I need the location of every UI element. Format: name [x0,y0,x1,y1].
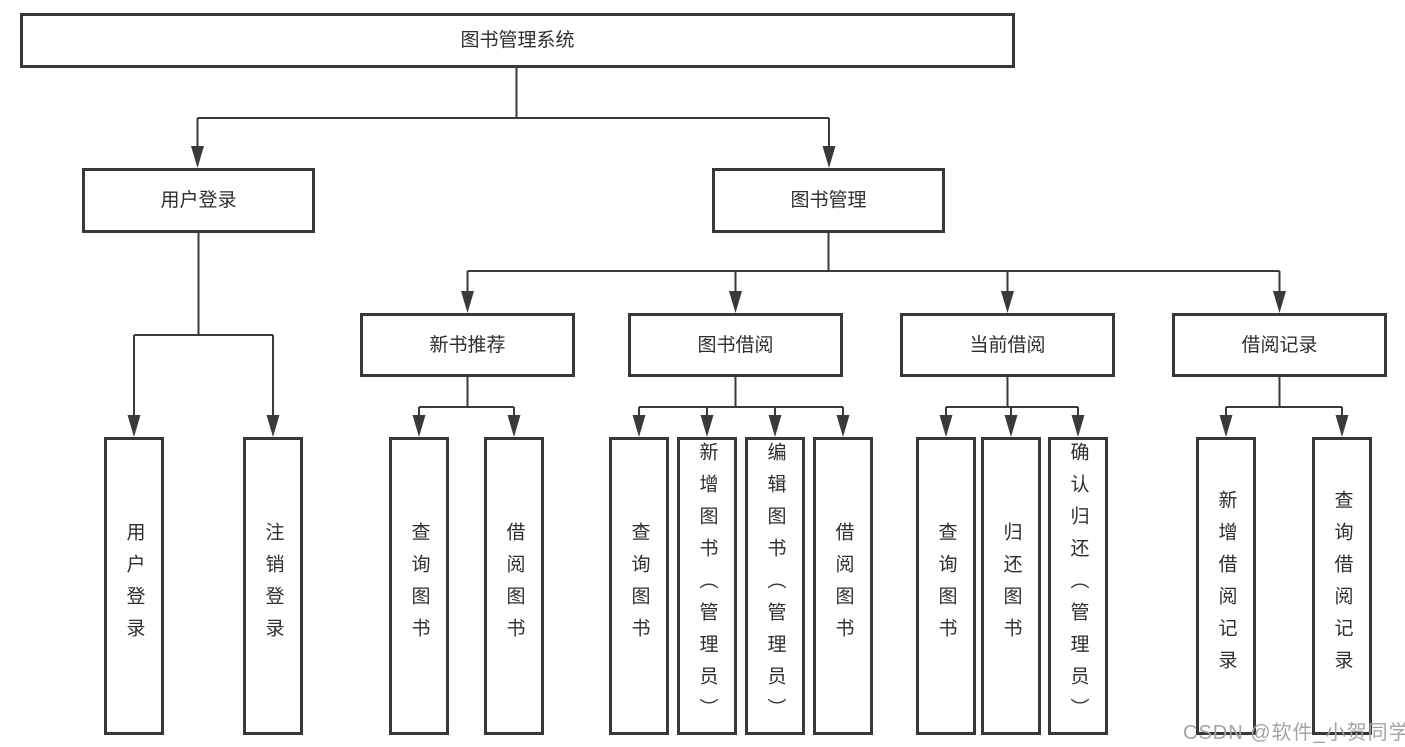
node-label: 新增图书（管理员） [696,442,718,730]
node-label: 借阅记录 [1241,334,1318,356]
node-label: 当前借阅 [969,334,1046,356]
node-label: 查询图书 [935,522,957,650]
leaf-borrow-books: 借阅图书 [813,437,873,735]
node-label: 查询图书 [628,522,650,650]
leaf-confirm-return-admin: 确认归还（管理员） [1048,437,1108,735]
node-label: 图书借阅 [697,334,774,356]
leaf-query-books-current: 查询图书 [916,437,976,735]
node-label: 新书推荐 [429,334,506,356]
node-label: 注销登录 [262,522,284,650]
node-label: 查询借阅记录 [1331,490,1353,682]
node-label: 借阅图书 [832,522,854,650]
leaf-borrow-books-recommend: 借阅图书 [484,437,544,735]
leaf-query-books-borrowing: 查询图书 [609,437,669,735]
node-book-borrowing: 图书借阅 [628,313,843,377]
node-label: 归还图书 [1000,522,1022,650]
node-current-borrowing: 当前借阅 [900,313,1115,377]
node-label: 用户登录 [160,190,237,211]
leaf-add-books-admin: 新增图书（管理员） [677,437,737,735]
leaf-edit-books-admin: 编辑图书（管理员） [745,437,805,735]
leaf-return-books: 归还图书 [981,437,1041,735]
node-label: 确认归还（管理员） [1067,442,1089,730]
node-borrowing-records: 借阅记录 [1172,313,1387,377]
arrowheads [127,146,1349,437]
node-library-management-system: 图书管理系统 [20,13,1015,68]
leaf-logout: 注销登录 [243,437,303,735]
node-book-management: 图书管理 [712,168,945,233]
node-label: 编辑图书（管理员） [764,442,786,730]
leaf-user-login: 用户登录 [104,437,164,735]
node-label: 借阅图书 [503,522,525,650]
leaf-query-borrow-record: 查询借阅记录 [1312,437,1372,735]
node-new-book-recommendation: 新书推荐 [360,313,575,377]
node-label: 图书管理 [790,190,867,211]
csdn-watermark: CSDN @软件_小贺同学 [1183,722,1405,744]
node-label: 查询图书 [408,522,430,650]
node-user-login: 用户登录 [82,168,315,233]
leaf-add-borrow-record: 新增借阅记录 [1196,437,1256,735]
leaf-query-books-recommend: 查询图书 [389,437,449,735]
node-label: 图书管理系统 [460,30,575,51]
node-label: 新增借阅记录 [1215,490,1237,682]
node-label: 用户登录 [123,522,145,650]
